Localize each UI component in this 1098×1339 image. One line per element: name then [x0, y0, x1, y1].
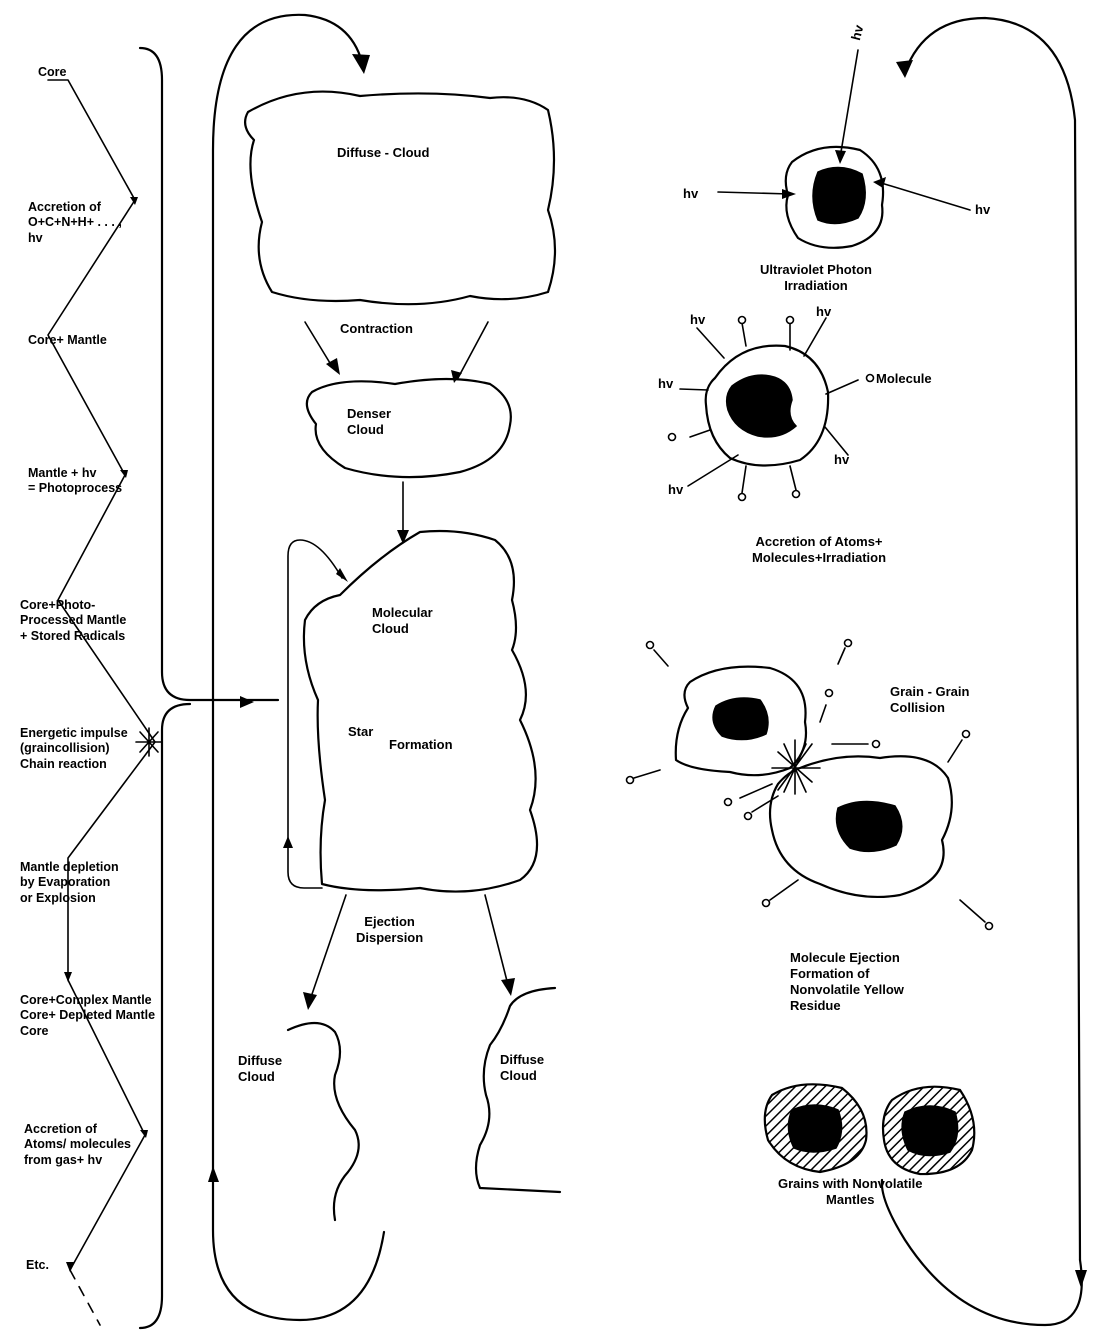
- hv-label-accretion-3: hv: [658, 376, 673, 392]
- step-core: Core: [38, 65, 66, 80]
- hv-label-accretion-1: hv: [690, 312, 705, 328]
- accretion-grain: [669, 317, 874, 501]
- grains-with-mantles: [765, 1084, 974, 1174]
- accretion-caption: Accretion of Atoms+ Molecules+Irradiatio…: [752, 534, 886, 566]
- left-brace: [140, 48, 278, 1328]
- step-complex-mantle: Core+Complex Mantle Core+ Depleted Mantl…: [20, 993, 155, 1039]
- hv-label-accretion-4: hv: [834, 452, 849, 468]
- uv-irradiated-grain: [718, 50, 970, 248]
- cycle-loop-center: [208, 15, 384, 1320]
- molecule-label: Molecule: [876, 371, 932, 387]
- hv-label-right: hv: [975, 202, 990, 218]
- uv-irradiation-caption: Ultraviolet Photon Irradiation: [760, 262, 872, 294]
- grain-grain-collision-label: Grain - Grain Collision: [890, 684, 969, 716]
- diffuse-cloud-right-label: Diffuse Cloud: [500, 1052, 544, 1084]
- step-accretion-of-elements: Accretion of O+C+N+H+ . . . , hv: [28, 200, 122, 246]
- diffuse-cloud-shape: [245, 92, 555, 305]
- formation-label: Formation: [389, 737, 453, 753]
- diffuse-cloud-left-fragment: [288, 1023, 359, 1220]
- step-photoprocess: Mantle + hv = Photoprocess: [28, 466, 122, 497]
- denser-cloud-shape: [307, 379, 511, 477]
- diffuse-cloud-label: Diffuse - Cloud: [337, 145, 429, 161]
- denser-cloud-label: Denser Cloud: [347, 406, 391, 438]
- step-core-mantle: Core+ Mantle: [28, 333, 107, 348]
- grain-collision: [627, 640, 993, 930]
- hv-label-accretion-5: hv: [668, 482, 683, 498]
- step-photo-processed-mantle: Core+Photo- Processed Mantle + Stored Ra…: [20, 598, 126, 644]
- step-etc: Etc.: [26, 1258, 49, 1273]
- diffuse-cloud-right-fragment: [476, 988, 560, 1192]
- grains-with-mantles-caption: Grains with Nonvolatile Mantles: [778, 1176, 922, 1208]
- contraction-label: Contraction: [340, 321, 413, 337]
- star-label: Star: [348, 724, 373, 740]
- step-mantle-depletion: Mantle depletion by Evaporation or Explo…: [20, 860, 119, 906]
- molecule-ejection-caption: Molecule Ejection Formation of Nonvolati…: [790, 950, 904, 1013]
- collision-star-icon: [772, 740, 820, 794]
- ejection-arrows: [303, 895, 515, 1010]
- ejection-dispersion-label: Ejection Dispersion: [356, 914, 423, 946]
- hv-label-accretion-2: hv: [816, 304, 831, 320]
- step-accretion-from-gas: Accretion of Atoms/ molecules from gas+ …: [24, 1122, 131, 1168]
- molecular-cloud-shape: [304, 531, 537, 892]
- collision-star-small-icon: [136, 728, 162, 756]
- molecular-cloud-label: Molecular Cloud: [372, 605, 433, 637]
- recycle-loop-left: [283, 540, 348, 888]
- diffuse-cloud-left-label: Diffuse Cloud: [238, 1053, 282, 1085]
- hv-label-left: hv: [683, 186, 698, 202]
- step-energetic-impulse: Energetic impulse (graincollision) Chain…: [20, 726, 128, 772]
